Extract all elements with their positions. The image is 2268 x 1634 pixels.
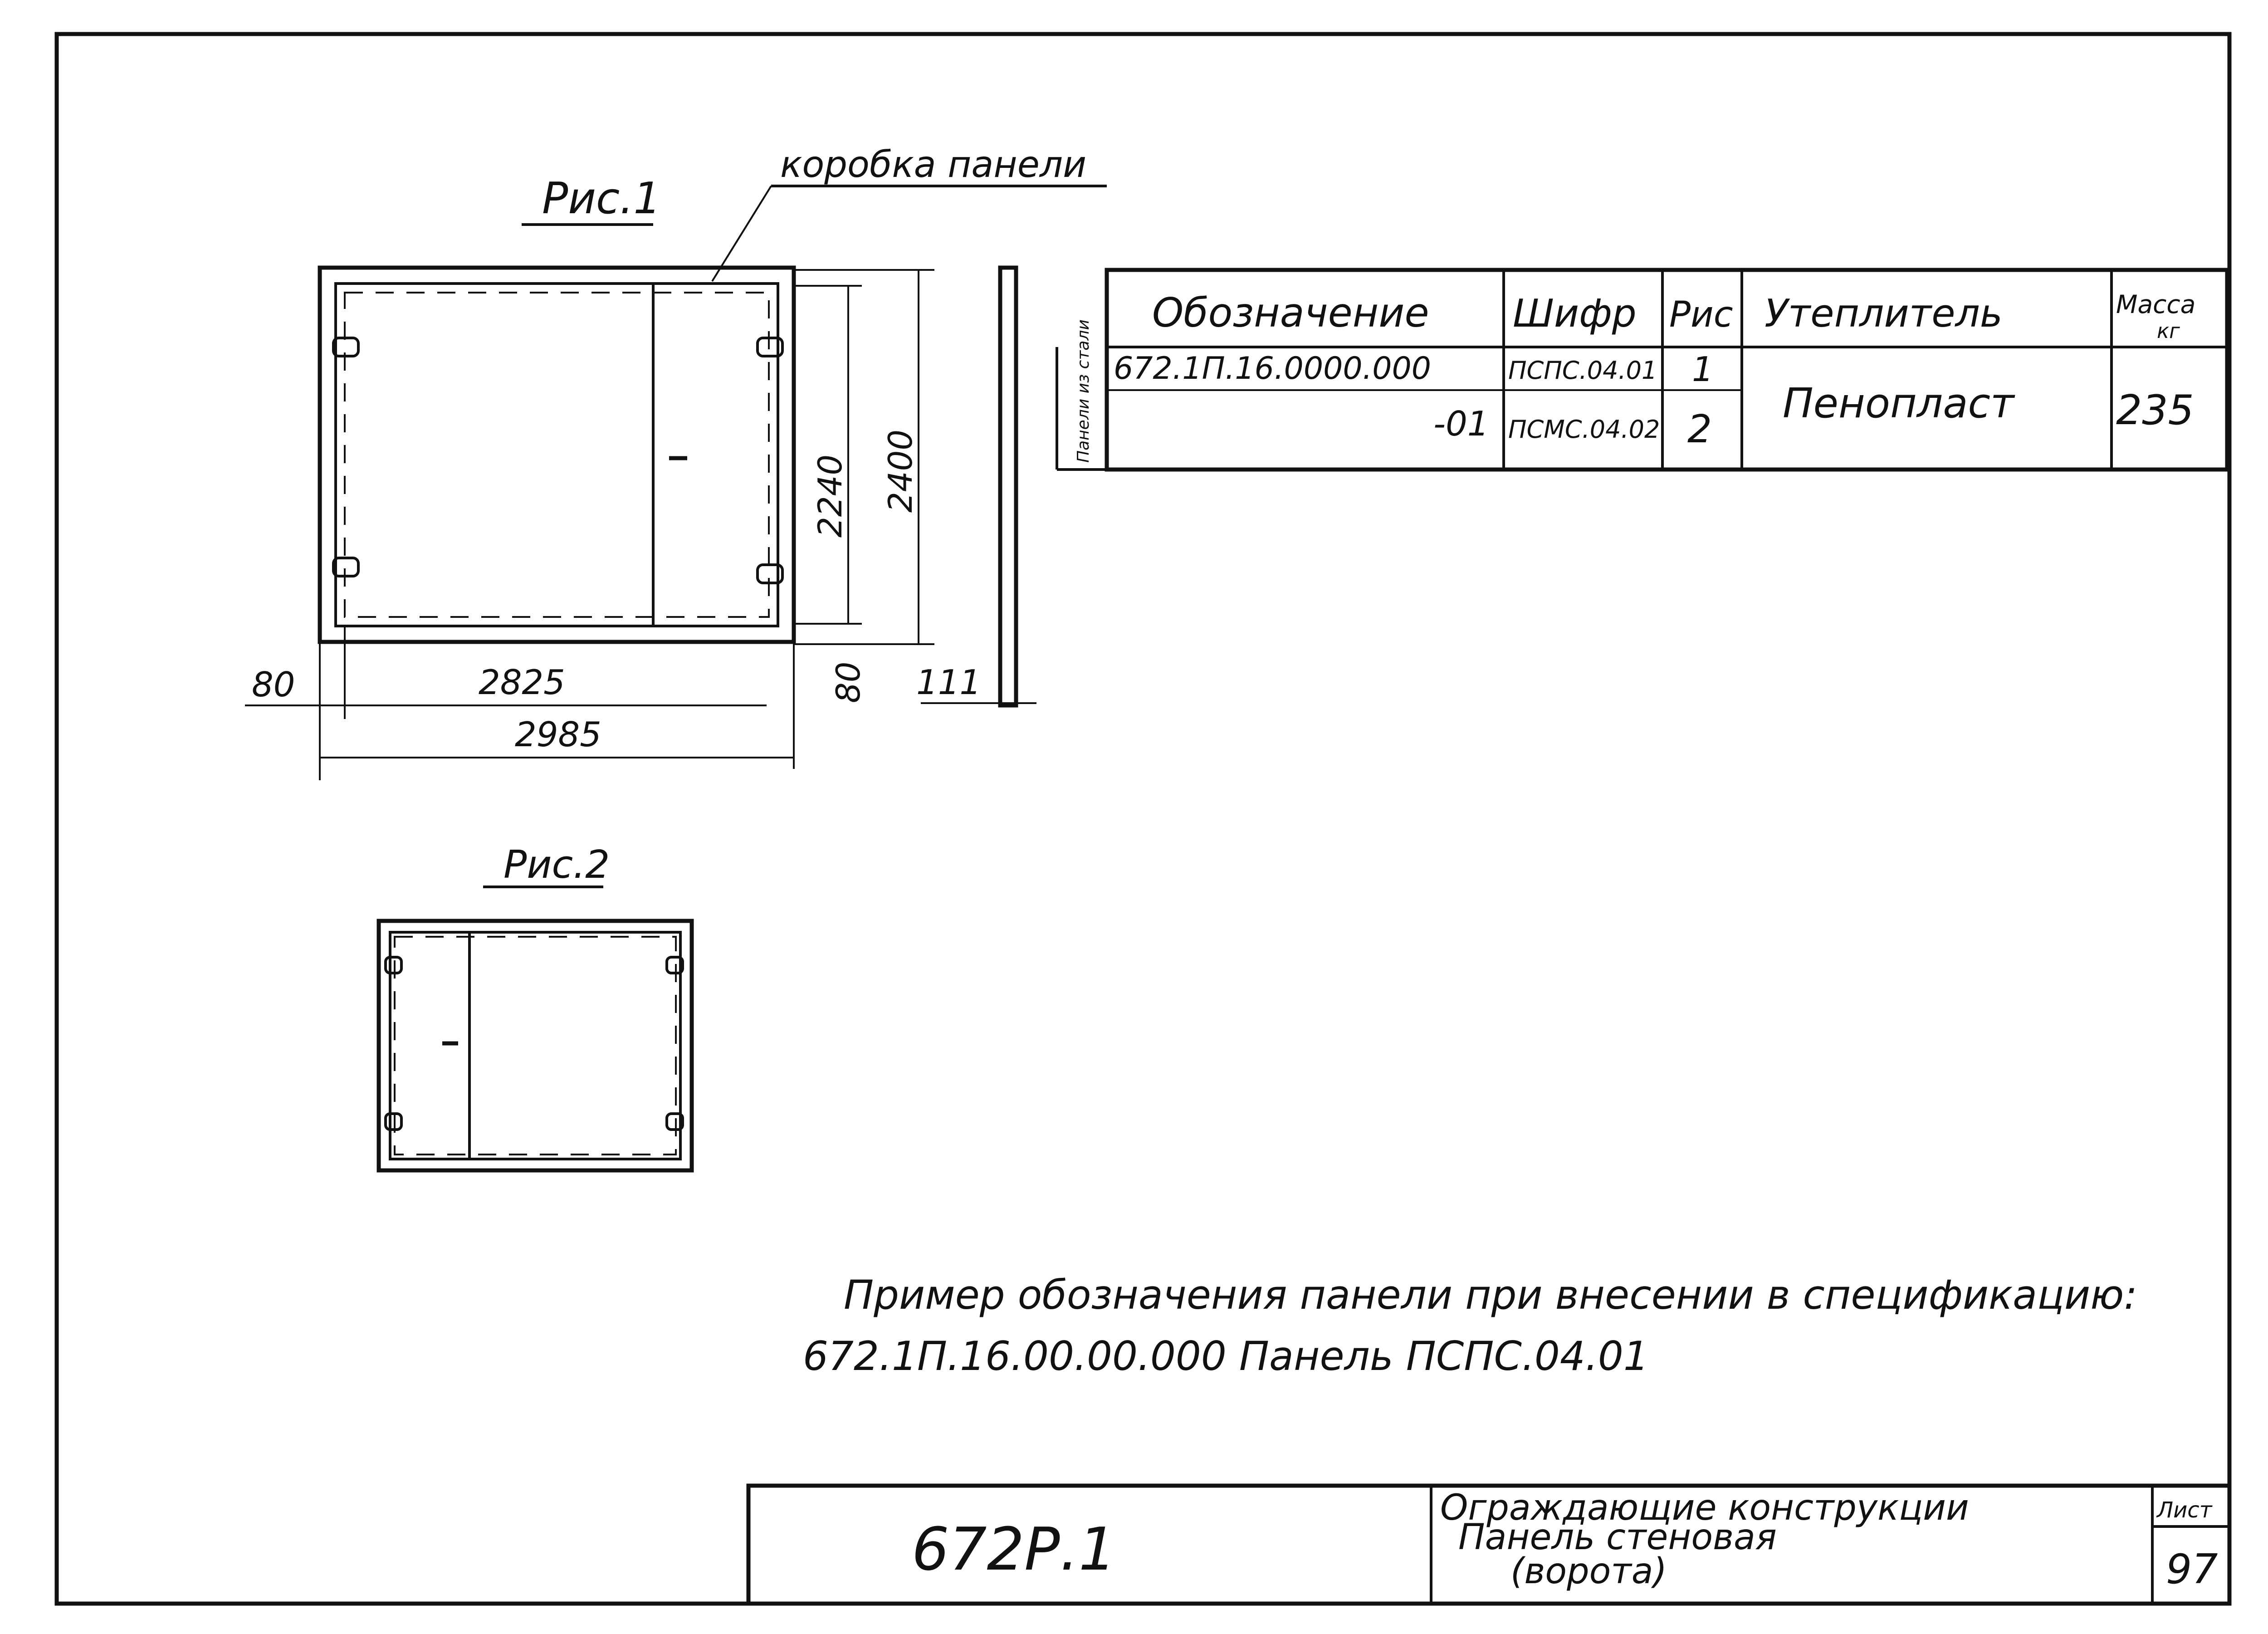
row-2-designation: -01	[1433, 404, 1489, 444]
figure-1-title: Рис.1	[542, 174, 661, 224]
leader-line	[711, 185, 772, 282]
row-1-figure: 1	[1692, 349, 1714, 389]
mass-value: 235	[2116, 386, 2194, 434]
dim-bottom-gap: 80	[829, 661, 867, 703]
header-code: Шифр	[1513, 291, 1637, 336]
note-line-2: 672.1П.16.00.00.000 Панель ПСПС.04.01	[803, 1333, 1649, 1380]
row-2-figure: 2	[1687, 407, 1712, 452]
sheet-number: 97	[2166, 1546, 2218, 1593]
hinge-icon	[332, 557, 360, 577]
dim-inner-height: 2240	[811, 455, 849, 538]
figure-2: Рис.2	[376, 842, 694, 1173]
hinge-icon	[332, 337, 360, 357]
note-line-1: Пример обозначения панели при внесении в…	[844, 1272, 2137, 1318]
row-1-code: ПСПС.04.01	[1508, 356, 1657, 385]
row-2-code: ПСМС.04.02	[1508, 415, 1660, 444]
panel-2-dashed-contour	[394, 936, 677, 1155]
panel-dashed-contour	[344, 292, 770, 618]
dim-offset-left: 80	[252, 665, 295, 704]
sheet-label: Лист	[2156, 1497, 2213, 1523]
row-1-designation: 672.1П.16.0000.000	[1114, 351, 1431, 386]
header-mass-unit: кг	[2157, 319, 2180, 343]
dim-outer-width: 2985	[515, 714, 601, 754]
insulation-value: Пенопласт	[1783, 380, 2015, 427]
hinge-icon	[384, 1112, 403, 1131]
desc-line-3: (ворота)	[1510, 1551, 1667, 1592]
desc-line-2: Панель стеновая	[1458, 1517, 1777, 1558]
panel-outer-frame	[318, 265, 796, 644]
dim-outer-height: 2400	[881, 430, 919, 513]
designation-note: Пример обозначения панели при внесении в…	[803, 1272, 2137, 1380]
hinge-icon	[756, 337, 784, 357]
spec-table: Обозначение Шифр Рис Утеплитель Масса кг…	[1056, 268, 2229, 472]
dim-thickness: 111	[916, 662, 981, 702]
hinge-icon	[665, 956, 684, 974]
hinge-icon	[384, 956, 403, 974]
dim-inner-width: 2825	[479, 662, 565, 702]
header-figure: Рис	[1669, 294, 1733, 335]
doc-code: 672Р.1	[912, 1515, 1116, 1584]
figure-2-title: Рис.2	[503, 842, 610, 887]
panel-2-inner-frame	[389, 931, 682, 1160]
panel-2-outer-frame	[376, 919, 694, 1173]
title-block: 672Р.1 Ограждающие конструкции Панель ст…	[746, 1483, 2232, 1606]
figure-1-leader-label: коробка панели	[780, 143, 1086, 186]
header-insulation: Утеплитель	[1765, 291, 2003, 336]
desc-line-1: Ограждающие конструкции	[1440, 1487, 1969, 1528]
hinge-icon	[756, 563, 784, 584]
hinge-icon	[665, 1112, 684, 1131]
header-mass: Масса	[2116, 290, 2195, 319]
panel-side-view	[998, 265, 1018, 708]
header-designation: Обозначение	[1152, 289, 1429, 336]
figure-1: Рис.1 коробка панели 2240	[245, 143, 1107, 780]
side-label: Панели из стали	[1074, 319, 1093, 463]
panel-inner-frame	[334, 282, 779, 627]
